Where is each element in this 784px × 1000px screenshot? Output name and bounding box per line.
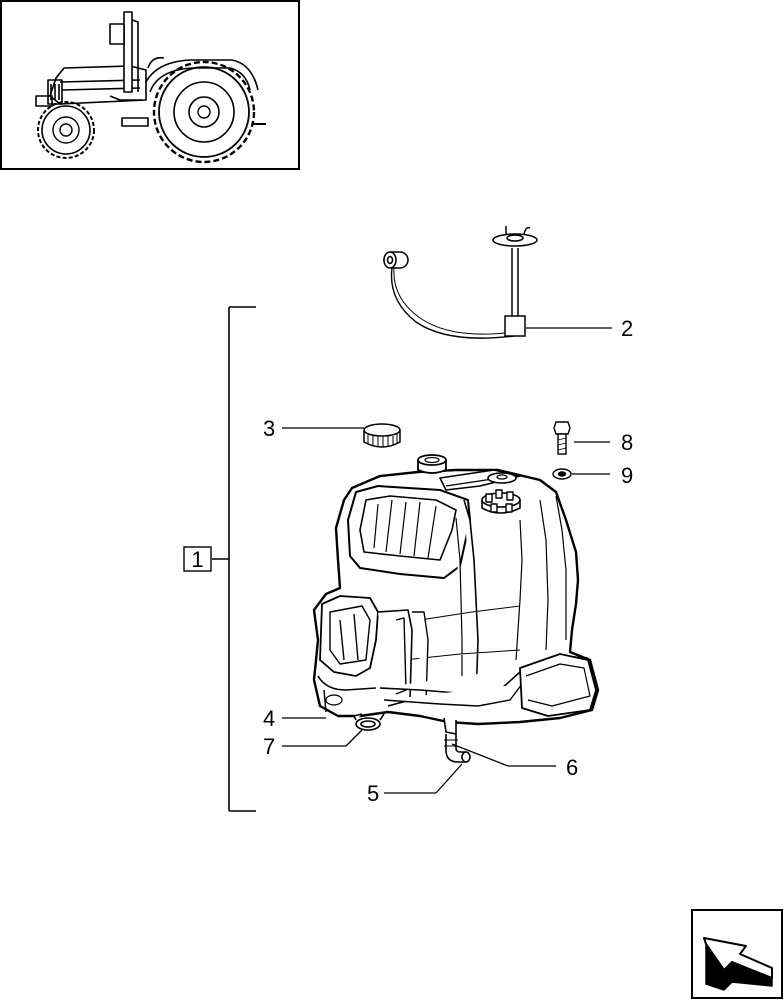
leader-lines — [282, 327, 612, 794]
bolt — [553, 421, 571, 455]
callout-7: 7 — [263, 734, 275, 759]
next-page-arrow-icon[interactable] — [691, 909, 783, 999]
callout-4: 4 — [263, 706, 275, 731]
group-label-box: 1 — [183, 546, 212, 572]
callout-6: 6 — [566, 755, 578, 780]
group-label: 1 — [191, 547, 203, 572]
fuel-level-sender — [383, 226, 538, 339]
callout-9: 9 — [621, 463, 633, 488]
filler-cap — [363, 423, 401, 448]
washer — [552, 468, 572, 480]
hose-clamp — [352, 713, 385, 731]
assembly-bracket — [212, 306, 256, 812]
callout-2: 2 — [621, 316, 633, 341]
fuel-tank — [312, 454, 600, 735]
callout-8: 8 — [621, 430, 633, 455]
callout-5: 5 — [367, 781, 379, 806]
drain-elbow — [444, 734, 471, 763]
callout-labels: 2 3 4 5 6 7 8 9 — [263, 316, 633, 806]
tractor-thumbnail-icon — [0, 0, 300, 170]
callout-3: 3 — [263, 416, 275, 441]
